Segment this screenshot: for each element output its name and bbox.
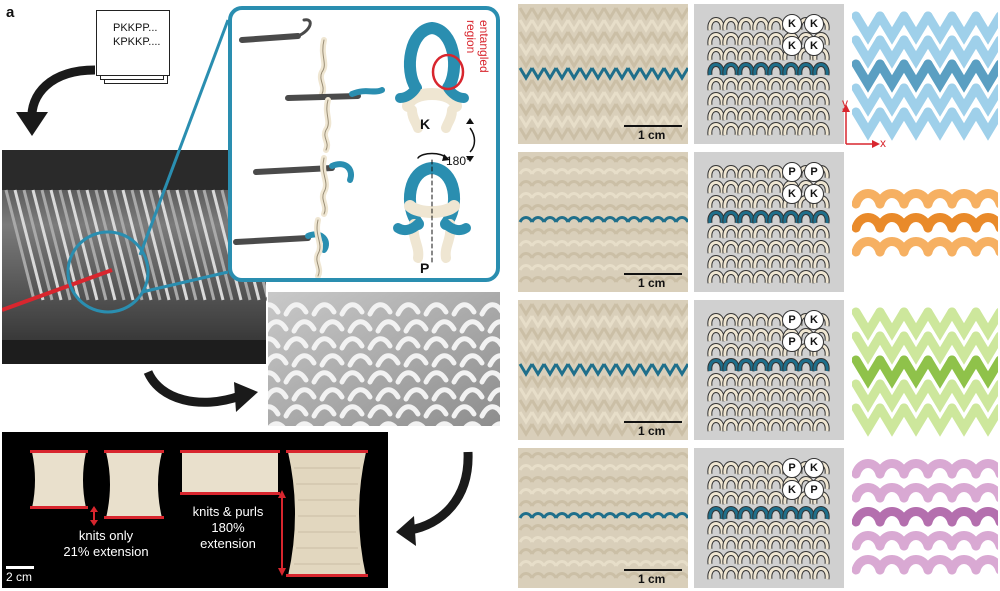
stitch-type-badge: K <box>804 458 824 478</box>
knits-purls-label: knits & purls 180% extension <box>178 504 278 552</box>
stitch-type-badge: K <box>782 184 802 204</box>
stitch-type-badge: K <box>782 480 802 500</box>
stitch-type-badge: P <box>782 162 802 182</box>
knits-only-line-1: knits only <box>78 528 134 543</box>
knits-purls-line-1: knits & purls <box>192 504 264 519</box>
knit-sample-photo <box>518 152 688 292</box>
panel-c-samples: knits only 21% extension knits & purls 1… <box>2 432 388 588</box>
stitch-type-badge: P <box>782 310 802 330</box>
stitch-type-badge: K <box>782 36 802 56</box>
yarn-simulation-render <box>852 304 998 440</box>
arrow-head-1 <box>16 112 48 136</box>
purl-label: P <box>420 260 430 276</box>
arrow-head-3 <box>396 516 416 546</box>
knit-sample-photo <box>518 300 688 440</box>
stitch-type-badge: K <box>804 14 824 34</box>
yarn-simulation-render <box>852 452 998 588</box>
scale-2cm-label: 2 cm <box>6 570 33 584</box>
entangled-label-line-1: entangled <box>477 20 491 73</box>
panel-label-a: a <box>6 4 15 21</box>
arrow-machine-to-fabric <box>143 369 242 407</box>
machine-highlight-circle <box>66 230 150 314</box>
knit-sample-photo <box>518 448 688 588</box>
entangled-label-line-2: region <box>464 20 478 54</box>
stitch-type-badge: K <box>804 332 824 352</box>
stitch-type-badge: P <box>782 458 802 478</box>
program-sheet: PKKPP... KPKKP.... <box>96 10 170 76</box>
stitch-type-badge: P <box>782 332 802 352</box>
entangled-region-circle <box>431 53 465 91</box>
stitch-type-badge: K <box>804 36 824 56</box>
stitch-type-badge: K <box>804 310 824 330</box>
program-line-1: PKKPP... <box>113 22 158 34</box>
knitting-machine-photo <box>2 150 266 364</box>
stitch-type-badge: P <box>804 162 824 182</box>
stitch-type-badge: K <box>804 184 824 204</box>
knits-purls-line-2: 180% <box>211 520 245 535</box>
knits-only-line-2: 21% extension <box>63 544 149 559</box>
inset-drawing <box>233 18 476 278</box>
stitch-type-badge: K <box>782 14 802 34</box>
inset-panel: entangled region K 180° P <box>228 6 500 282</box>
stitch-type-badge: P <box>804 480 824 500</box>
scale-1cm-label: 1 cm <box>638 572 666 586</box>
xy-axes-indicator <box>842 104 880 148</box>
arrow-head-2 <box>234 382 258 412</box>
axis-y-label: y <box>842 96 848 110</box>
samples-drawing <box>6 450 368 577</box>
arrow-fabric-to-samples <box>409 451 473 535</box>
yarn-simulation-render <box>852 156 998 292</box>
fabric-closeup-photo <box>268 292 500 426</box>
stitch-diagram <box>694 152 844 292</box>
knit-label: K <box>420 116 431 132</box>
rotation-label: 180° <box>446 154 471 168</box>
knits-purls-line-3: extension <box>200 536 256 551</box>
program-line-2: KPKKP.... <box>113 36 161 48</box>
entangled-region-label: entangled region <box>464 20 491 120</box>
knits-only-label: knits only 21% extension <box>56 528 156 560</box>
scale-1cm-label: 1 cm <box>638 128 666 142</box>
knit-sample-photo <box>518 4 688 144</box>
yarn-simulation-render <box>852 8 998 144</box>
scale-1cm-label: 1 cm <box>638 276 666 290</box>
scale-1cm-label: 1 cm <box>638 424 666 438</box>
axis-x-label: x <box>880 136 886 150</box>
